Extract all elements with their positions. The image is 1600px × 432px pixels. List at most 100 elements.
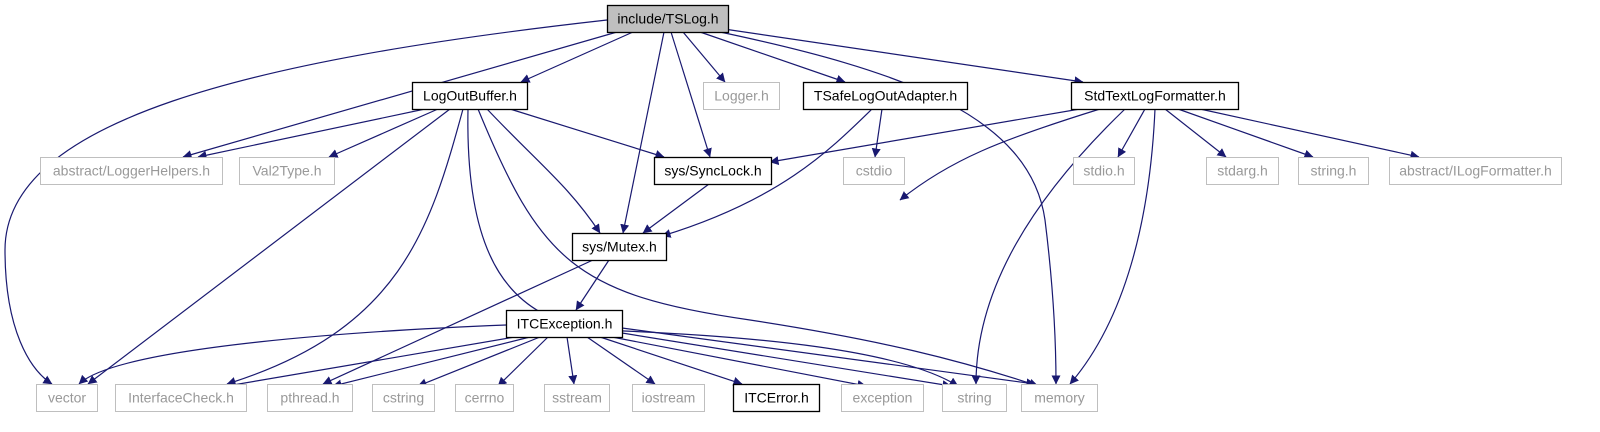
node-box-string [942,384,1007,412]
node-box-stdtext [1070,81,1240,111]
node-box-tsafe [802,81,969,111]
edge-stdtext-to-memory [1069,108,1156,385]
edge-logoutbuffer-to-mutex [486,108,601,234]
node-vector: vector [36,384,98,412]
edge-logoutbuffer-to-val2type [328,108,439,158]
node-box-mutex [571,232,668,262]
node-label-itcexception: ITCException.h [517,316,613,332]
node-stdtext[interactable]: StdTextLogFormatter.h [1070,81,1240,111]
node-box-logger [703,82,780,110]
node-synclock[interactable]: sys/SyncLock.h [653,156,773,186]
node-box-val2type [239,157,335,185]
edge-itcexception-to-iostream [586,336,656,385]
node-label-iostream: iostream [642,390,696,406]
node-box-interfacecheck [115,384,247,412]
node-box-stdioh [1073,157,1135,185]
node-sstream: sstream [544,384,610,412]
node-label-synclock: sys/SyncLock.h [664,163,761,179]
edge-stdtext-to-mutex [899,108,1101,201]
edge-tslog-to-memory [719,31,1061,385]
edge-tslog-to-synclock [670,31,712,158]
node-label-vector: vector [48,390,86,406]
node-label-mutex: sys/Mutex.h [582,239,657,255]
node-label-pthread: pthread.h [280,390,339,406]
edge-logoutbuffer-to-loggerhelpers [197,108,426,160]
edge-itcexception-to-pthread [332,336,531,389]
node-box-exception [841,384,924,412]
node-label-loggerhelpers: abstract/LoggerHelpers.h [53,163,210,179]
edge-itcexception-to-interfacecheck [226,336,516,390]
node-label-stringh: string.h [1311,163,1357,179]
edge-tslog-to-stdtext [723,28,1084,86]
edge-itcexception-to-string [621,332,952,390]
node-tsafe[interactable]: TSafeLogOutAdapter.h [802,81,969,111]
edge-logoutbuffer-to-memory [477,108,1039,388]
edge-stdtext-to-string [971,108,1126,385]
node-mutex[interactable]: sys/Mutex.h [571,232,668,262]
edge-tslog-to-mutex [620,31,665,234]
node-exception: exception [841,384,924,412]
edges-layer [4,19,1420,390]
node-interfacecheck: InterfaceCheck.h [115,384,247,412]
node-cerrno: cerrno [455,384,514,412]
node-label-tslog: include/TSLog.h [617,11,718,27]
node-memory: memory [1021,384,1098,412]
node-ilogformatter: abstract/ILogFormatter.h [1389,157,1562,185]
edge-itcexception-to-itcerror [599,336,743,386]
node-label-exception: exception [853,390,913,406]
edge-mutex-to-itcexception [575,259,610,311]
node-stdargh: stdarg.h [1206,157,1279,185]
node-box-itcerror [732,383,821,413]
edge-synclock-to-mutex [642,183,710,234]
node-stdioh: stdio.h [1073,157,1135,185]
node-box-stdargh [1206,157,1279,185]
node-label-cerrno: cerrno [465,390,505,406]
edge-itcexception-to-cerrno [497,336,549,387]
node-label-cstdio: cstdio [856,163,893,179]
node-label-sstream: sstream [552,390,602,406]
node-label-stdargh: stdarg.h [1217,163,1268,179]
edge-itcexception-to-sstream [566,336,578,385]
node-iostream: iostream [632,384,705,412]
node-box-iostream [632,384,705,412]
node-logger: Logger.h [703,82,780,110]
edge-stdtext-to-stringh [1177,108,1314,159]
node-cstdio: cstdio [843,157,905,185]
edge-itcexception-to-vector [78,324,507,385]
node-label-tsafe: TSafeLogOutAdapter.h [814,88,957,104]
node-stringh: string.h [1298,157,1369,185]
node-box-pthread [267,384,353,412]
node-label-stdtext: StdTextLogFormatter.h [1084,88,1226,104]
node-box-cerrno [455,384,514,412]
node-box-vector [36,384,98,412]
node-box-tslog [606,4,730,34]
node-label-logger: Logger.h [714,88,769,104]
node-val2type: Val2Type.h [239,157,335,185]
edge-itcexception-to-cstring [417,336,541,387]
node-label-cstring: cstring [383,390,424,406]
edge-itcexception-to-memory [621,327,1036,388]
node-label-interfacecheck: InterfaceCheck.h [128,390,234,406]
node-box-ilogformatter [1389,157,1562,185]
node-box-sstream [544,384,610,412]
edge-stdtext-to-synclock [769,108,1081,165]
node-box-cstring [372,384,435,412]
node-pthread: pthread.h [267,384,353,412]
node-box-stringh [1298,157,1369,185]
node-logoutbuffer[interactable]: LogOutBuffer.h [411,81,529,111]
node-box-logoutbuffer [411,81,529,111]
node-label-ilogformatter: abstract/ILogFormatter.h [1399,163,1552,179]
edge-logoutbuffer-to-synclock [509,108,665,159]
node-itcexception[interactable]: ITCException.h [505,309,624,339]
node-itcerror[interactable]: ITCError.h [732,383,821,413]
node-box-cstdio [843,157,905,185]
edge-logoutbuffer-to-interfacecheck [226,108,464,386]
node-tslog[interactable]: include/TSLog.h [606,4,730,34]
node-box-itcexception [505,309,624,339]
edge-mutex-to-pthread [322,259,594,385]
edge-itcexception-to-exception [611,336,867,389]
node-label-string: string [957,390,991,406]
edge-tslog-to-loggerhelpers [182,31,618,159]
